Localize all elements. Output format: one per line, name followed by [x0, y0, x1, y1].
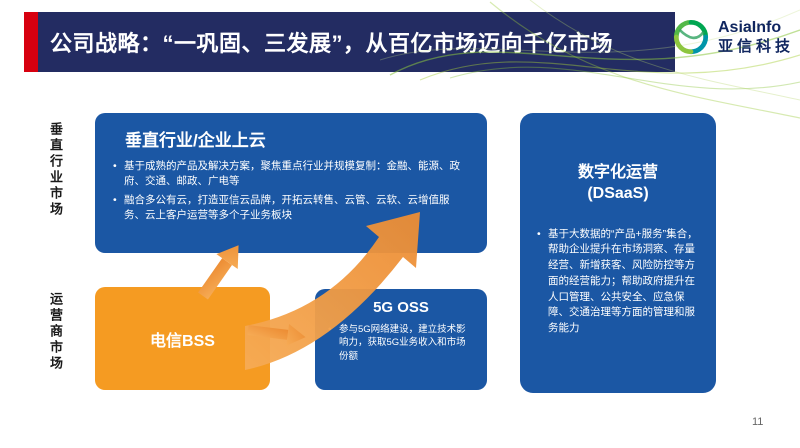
- page-number: 11: [752, 416, 764, 428]
- box-5g-oss: 5G OSS 参与5G网络建设，建立技术影响力，获取5G业务收入和市场份额: [315, 289, 487, 390]
- logo-text-cn: 亚信科技: [718, 37, 795, 55]
- box-dsaas: 数字化运营 (DSaaS) 基于大数据的“产品+服务”集合，帮助企业提升在市场洞…: [520, 113, 716, 393]
- box-dsaas-title-line2: (DSaaS): [587, 184, 649, 202]
- box-telecom-bss-title: 电信BSS: [150, 332, 215, 350]
- box-5g-oss-title: 5G OSS: [373, 299, 429, 316]
- header-band: 公司战略：“一巩固、三发展”，从百亿市场迈向千亿市场: [38, 12, 675, 72]
- box-vertical-industry-title: 垂直行业/企业上云: [125, 131, 266, 150]
- logo-text: AsiaInfo 亚信科技: [718, 19, 794, 55]
- asiainfo-logo: AsiaInfo 亚信科技: [670, 16, 794, 58]
- side-label-operator-market: 运营商市场: [48, 292, 63, 372]
- asiainfo-logo-icon: [673, 19, 709, 55]
- bullet-item: 融合多公有云，打造亚信云品牌，开拓云转售、云管、云软、云增值服务、云上客户运营等…: [113, 193, 469, 223]
- page-title: 公司战略：“一巩固、三发展”，从百亿市场迈向千亿市场: [50, 31, 614, 56]
- header-red-accent: [24, 12, 38, 72]
- box-vertical-industry-cloud: 垂直行业/企业上云 基于成熟的产品及解决方案，聚焦重点行业并规模复制：金融、能源…: [95, 113, 487, 253]
- box-telecom-bss: 电信BSS: [95, 287, 270, 390]
- bullet-item: 基于大数据的“产品+服务”集合，帮助企业提升在市场洞察、存量经营、新增获客、风险…: [537, 227, 699, 337]
- side-label-vertical-industry-market: 垂直行业市场: [48, 122, 63, 218]
- box-dsaas-title: 数字化运营 (DSaaS): [537, 163, 699, 205]
- bullet-item: 基于成熟的产品及解决方案，聚焦重点行业并规模复制：金融、能源、政府、交通、邮政、…: [113, 159, 469, 189]
- logo-text-en: AsiaInfo: [718, 19, 782, 37]
- box-dsaas-title-line1: 数字化运营: [577, 164, 658, 181]
- bullet-item: 参与5G网络建设，建立技术影响力，获取5G业务收入和市场份额: [328, 323, 474, 363]
